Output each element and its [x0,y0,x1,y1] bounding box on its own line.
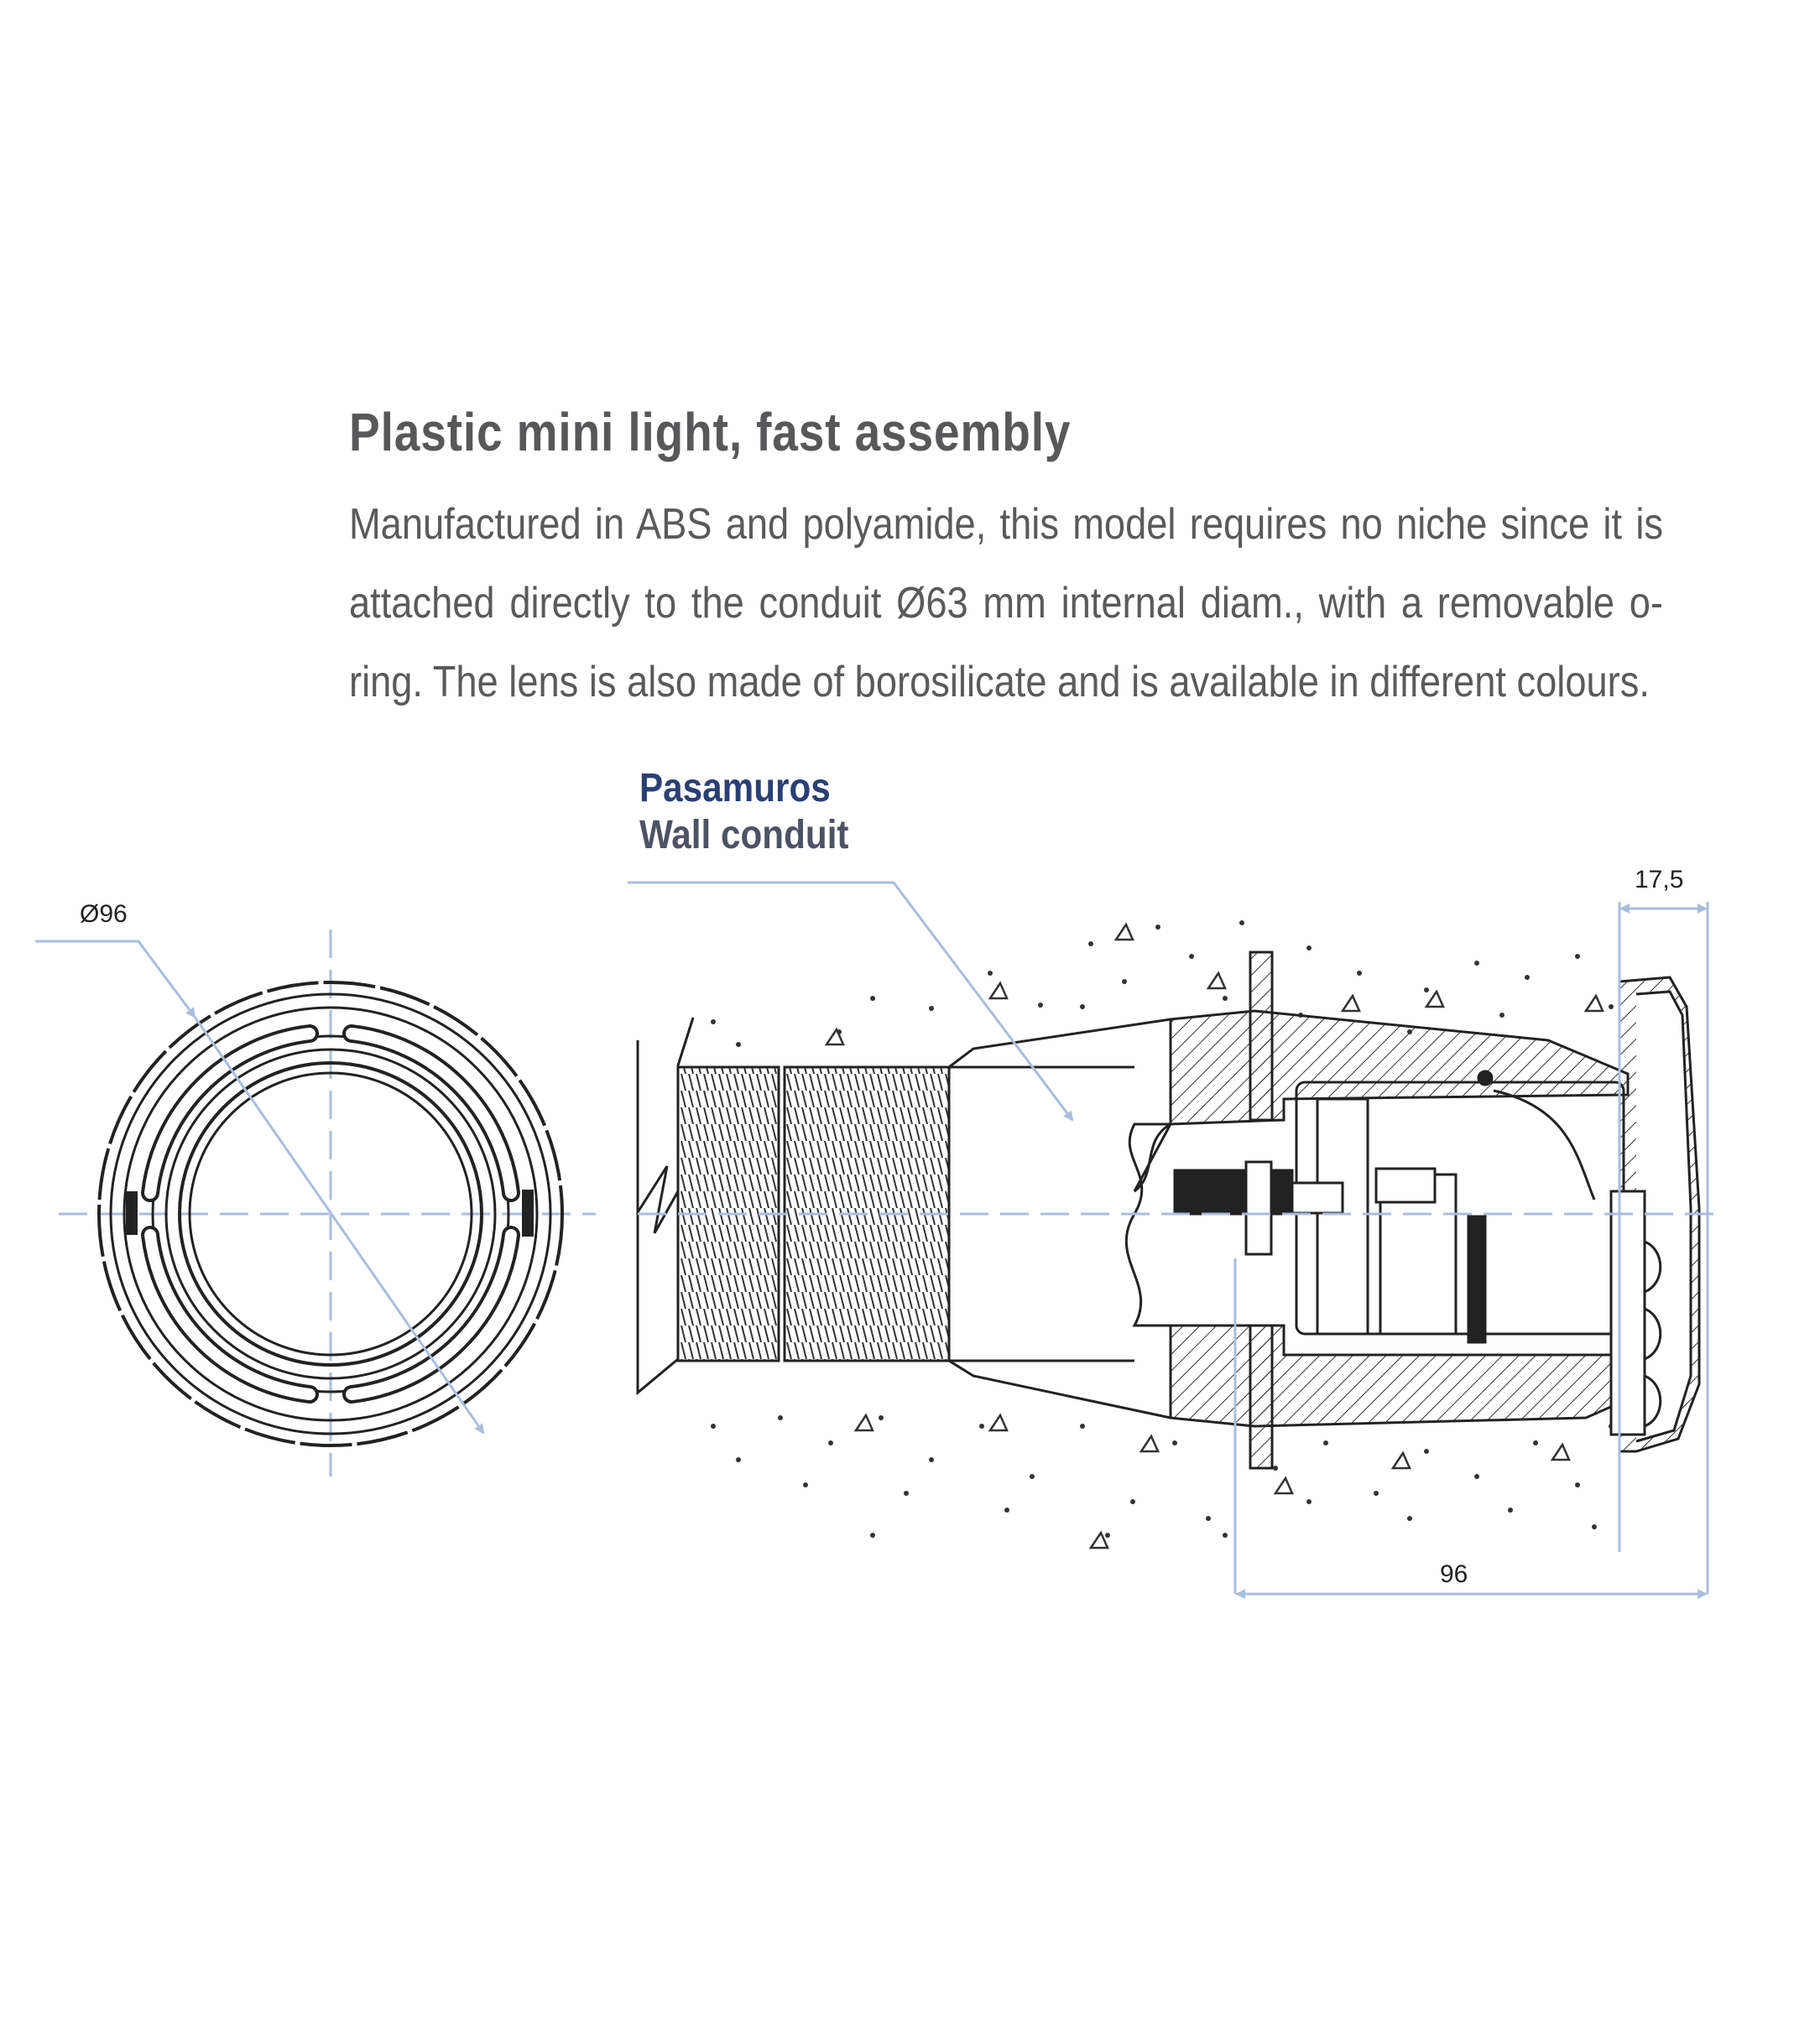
product-description: Manufactured in ABS and polyamide, this … [349,500,1663,706]
lamp-body [1173,1070,1625,1344]
callout-label-english: Wall conduit [639,813,849,857]
dimension-body-length: 96 [1440,1560,1468,1588]
concrete-aggregate [824,922,1604,1550]
dimension-flange-depth: 17,5 [1635,866,1684,893]
page-title: Plastic mini light, fast assembly [349,402,1072,462]
section-view [628,881,1720,1599]
dimension-front-diameter: Ø96 [80,900,128,928]
leader-line [35,940,196,1018]
callout-label-spanish: Pasamuros [639,766,831,810]
dimension-lines [1233,902,1709,1599]
wall-conduit-leader [628,881,1074,1122]
front-view [59,930,596,1477]
lens-cap [1609,976,1701,1453]
